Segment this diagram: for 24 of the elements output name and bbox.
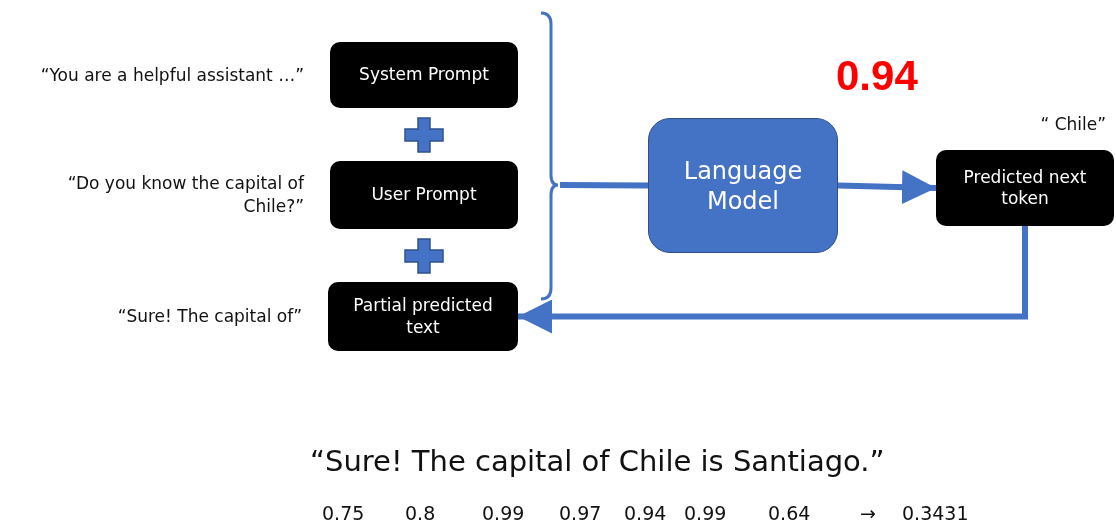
node-label: Language Model — [682, 155, 804, 216]
sentence-text: “Sure! The capital of Chile is Santiago.” — [310, 444, 885, 478]
node-label: Partial predicted text — [352, 295, 494, 338]
token-probability: 0.97 — [559, 502, 602, 524]
token-probability: → — [860, 502, 876, 524]
example-text: “ Chile” — [1040, 113, 1106, 136]
example-text: “You are a helpful assistant …” — [39, 63, 304, 87]
example-text: “Do you know the capital of Chile?” — [66, 172, 304, 218]
arrow — [518, 226, 1028, 334]
probability-value: 0.94 — [836, 52, 918, 100]
node-label: User Prompt — [371, 184, 477, 206]
token-probability: 0.99 — [684, 502, 727, 524]
token-probability: 0.8 — [405, 502, 436, 524]
node-label: Predicted next token — [962, 166, 1088, 210]
model-box — [648, 118, 838, 253]
token-probability: 0.3431 — [902, 502, 969, 524]
token-probability: 0.94 — [624, 502, 667, 524]
token-probability: 0.99 — [482, 502, 525, 524]
arrow — [837, 170, 937, 205]
curly-brace — [538, 10, 560, 302]
example-text: “Sure! The capital of” — [116, 305, 302, 328]
token-probability: 0.75 — [322, 502, 365, 524]
token-probability: 0.64 — [768, 502, 811, 524]
node-label: System Prompt — [359, 64, 489, 86]
